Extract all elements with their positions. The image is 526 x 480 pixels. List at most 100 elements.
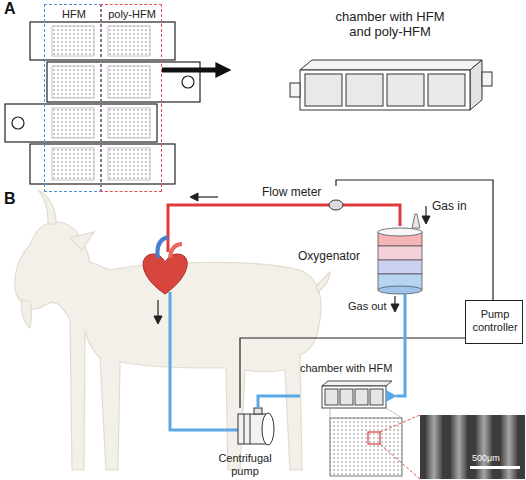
- flow-meter-symbol: [329, 200, 343, 210]
- zoom-line: [386, 408, 402, 418]
- zoom-box: [368, 432, 380, 444]
- oxygenator-symbol: [378, 214, 422, 294]
- fiber-mat: [108, 66, 150, 98]
- goat-illustration: [15, 190, 330, 470]
- gas-arrow-head: [422, 216, 430, 224]
- port-hole: [182, 76, 194, 88]
- chamber-window: [370, 389, 383, 405]
- pump-rib: [250, 414, 251, 444]
- pump-rib: [244, 414, 245, 444]
- fiber-grid-inset: [330, 408, 420, 479]
- heart-body: [143, 254, 187, 294]
- scale-bar: [470, 466, 520, 469]
- heart-vessel: [170, 244, 182, 258]
- chamber-3d: [290, 60, 492, 110]
- pump-controller-box: Pump controller: [465, 300, 523, 344]
- sem-fiber: [426, 415, 442, 479]
- gas-inlet: [412, 214, 420, 228]
- signal-wire: [336, 180, 493, 300]
- oxygenator: Oxygenator: [298, 226, 430, 294]
- node-label: Pump controller: [466, 308, 524, 333]
- sem-fiber: [476, 415, 492, 479]
- arterial-line: [350, 205, 400, 226]
- chamber-top-face: [300, 60, 482, 70]
- node-label: chamber with HFM: [300, 362, 396, 375]
- heart-symbol: [143, 237, 187, 294]
- flat-chamber-layout: [5, 22, 200, 184]
- hfm-chamber-symbol: [322, 381, 397, 408]
- layout-row: [30, 22, 175, 60]
- gas-arrow-head: [391, 304, 399, 312]
- chamber-window: [346, 74, 383, 106]
- chamber-3d-group: chamber with HFM and poly-HFM: [240, 8, 520, 116]
- flow-arrow-head: [154, 316, 162, 324]
- layout-row: [47, 62, 200, 102]
- venous-line: [396, 294, 405, 396]
- panel-letter: B: [4, 190, 16, 208]
- pump-inlet: [254, 408, 262, 414]
- heart-vessel: [157, 237, 168, 258]
- gas-arrow: [391, 206, 430, 312]
- fiber-mat: [52, 66, 94, 98]
- sem-fiber: [451, 415, 467, 479]
- arterial-line: [168, 205, 350, 252]
- oxygenator-layer: [378, 246, 422, 260]
- gas-label: Gas out: [348, 300, 387, 312]
- layout-row: [30, 144, 175, 184]
- scale-bar-label: 500μm: [472, 454, 500, 464]
- sem-fiber: [501, 415, 517, 479]
- sem-background: [420, 415, 525, 479]
- centrifugal-pump: Centrifugal pump: [205, 408, 285, 478]
- chamber-window: [305, 74, 342, 106]
- chamber-window: [355, 389, 368, 405]
- flow-arrow-head: [190, 193, 198, 201]
- oxygenator-cap: [378, 228, 422, 236]
- fiber-mat: [52, 26, 94, 56]
- fiber-mat: [108, 148, 150, 180]
- fiber-mat: [108, 26, 150, 56]
- chamber-port: [482, 72, 492, 86]
- oxygenator-layer: [378, 260, 422, 274]
- node-label: HFM: [45, 8, 103, 21]
- oxygenator-cap: [378, 286, 422, 294]
- node-label: Flow meter: [262, 186, 334, 200]
- goat-tail: [316, 272, 330, 292]
- chamber-window: [325, 389, 338, 405]
- fiber-grid: [330, 418, 402, 476]
- outlet-cone: [386, 390, 397, 402]
- node-label: poly-HFM: [101, 8, 163, 21]
- sem-image: [420, 415, 525, 479]
- chamber-window: [428, 74, 465, 106]
- panel-letter: A: [4, 0, 16, 18]
- fiber-mat: [52, 108, 94, 138]
- node-label: Oxygenator: [298, 250, 374, 264]
- layout-row: [5, 104, 157, 142]
- port-hole: [12, 117, 24, 129]
- pump-head: [262, 413, 274, 445]
- zoom-line: [330, 408, 331, 418]
- goat-beard: [21, 300, 31, 328]
- zoom-line: [380, 444, 420, 479]
- poly-hfm-region: poly-HFM: [100, 4, 162, 192]
- node-label: Centrifugal pump: [205, 452, 285, 477]
- hfm-chamber: chamber with HFM: [300, 362, 396, 414]
- chamber-front-face: [300, 70, 470, 110]
- zoom-line: [380, 415, 420, 432]
- flow-meter: Flow meter: [262, 186, 350, 214]
- venous-line: [170, 292, 238, 430]
- hfm-region: HFM: [44, 4, 102, 192]
- centrifugal-pump-symbol: [238, 408, 274, 445]
- fiber-mat: [108, 108, 150, 138]
- flow-arrow: [190, 193, 218, 201]
- goat-ear: [70, 232, 94, 250]
- goat-body: [15, 222, 321, 470]
- signal-wire: [240, 338, 465, 408]
- chamber-window: [340, 389, 353, 405]
- process-arrow: [162, 68, 225, 73]
- chamber-port: [290, 83, 300, 97]
- node-label: chamber with HFM and poly-HFM: [330, 10, 450, 40]
